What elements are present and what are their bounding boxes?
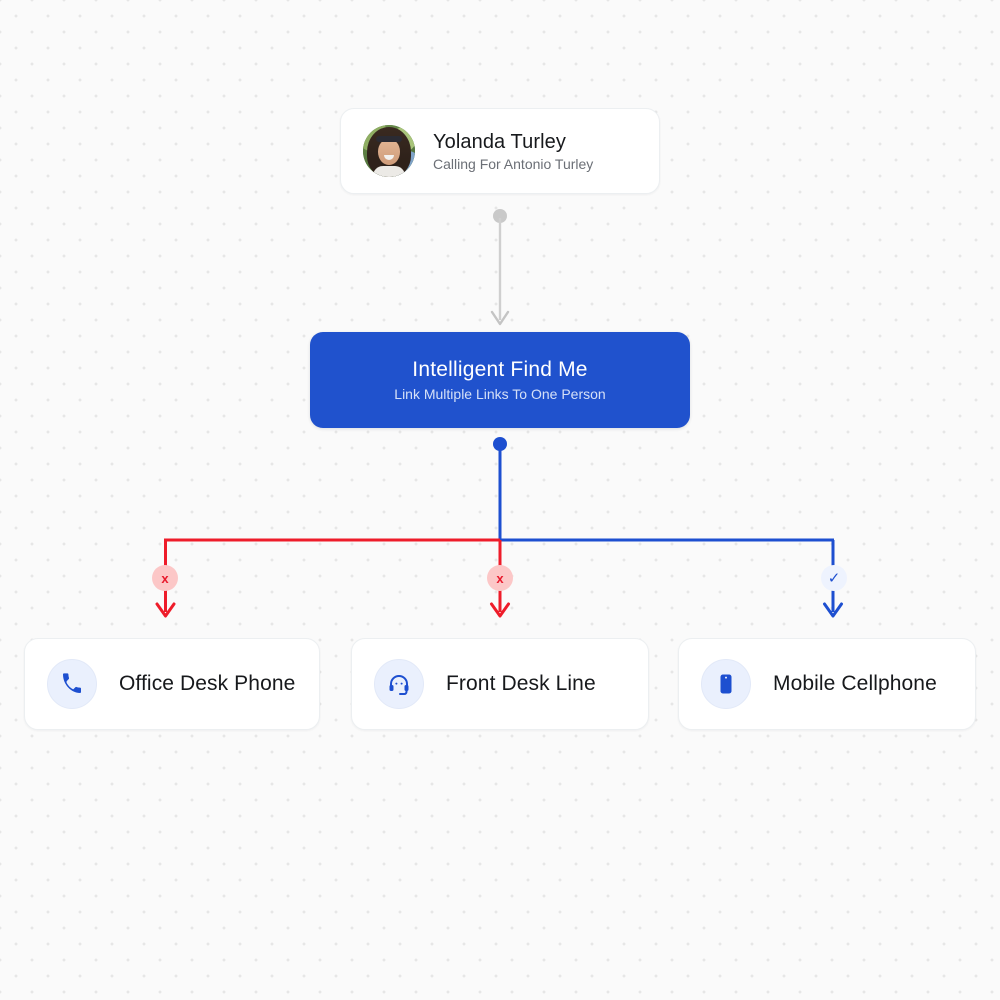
caller-name: Yolanda Turley bbox=[433, 130, 566, 153]
arrow-down-icon bbox=[490, 602, 510, 618]
status-badge-front-desk-line[interactable]: x bbox=[487, 565, 513, 591]
caller-to-node-connector bbox=[490, 209, 510, 326]
arrow-down-icon bbox=[490, 310, 510, 326]
destination-label: Front Desk Line bbox=[446, 672, 596, 695]
destination-card-front-desk-line[interactable]: Front Desk Line bbox=[351, 638, 649, 730]
headset-icon bbox=[374, 659, 424, 709]
phone-handset-icon bbox=[47, 659, 97, 709]
reject-icon: x bbox=[161, 570, 169, 586]
status-badge-office-desk-phone[interactable]: x bbox=[152, 565, 178, 591]
avatar-face bbox=[378, 139, 400, 165]
arrow-down-icon bbox=[155, 602, 176, 618]
mobile-phone-icon bbox=[701, 659, 751, 709]
caller-subtitle: Calling For Antonio Turley bbox=[433, 155, 594, 172]
avatar-sunglasses bbox=[376, 136, 402, 142]
connector-start-dot bbox=[493, 209, 507, 223]
destination-card-mobile-cellphone[interactable]: Mobile Cellphone bbox=[678, 638, 976, 730]
check-icon: ✓ bbox=[827, 570, 841, 587]
node-title: Intelligent Find Me bbox=[412, 358, 588, 381]
destination-label: Mobile Cellphone bbox=[773, 672, 937, 695]
reject-icon: x bbox=[496, 570, 504, 586]
node-subtitle: Link Multiple Links To One Person bbox=[394, 386, 606, 402]
destination-card-office-desk-phone[interactable]: Office Desk Phone bbox=[24, 638, 320, 730]
avatar-shirt bbox=[373, 166, 405, 177]
arrow-down-icon bbox=[823, 602, 843, 618]
avatar bbox=[363, 125, 415, 177]
caller-card[interactable]: Yolanda Turley Calling For Antonio Turle… bbox=[340, 108, 660, 194]
intelligent-find-me-node[interactable]: Intelligent Find Me Link Multiple Links … bbox=[310, 332, 690, 428]
destination-label: Office Desk Phone bbox=[119, 672, 296, 695]
status-badge-mobile-cellphone[interactable]: ✓ bbox=[821, 565, 847, 591]
branch-connectors bbox=[155, 437, 843, 618]
avatar-smile bbox=[384, 155, 394, 160]
caller-text: Yolanda Turley Calling For Antonio Turle… bbox=[433, 132, 593, 171]
